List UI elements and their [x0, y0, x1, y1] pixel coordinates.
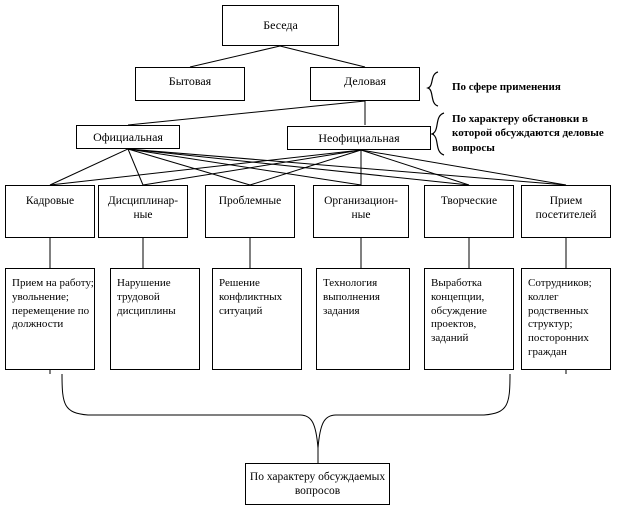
- node-delovaya[interactable]: Деловая: [310, 67, 420, 101]
- annotation-sphere-of-application: По сфере применения: [452, 80, 614, 94]
- detail-kadrovye-label: Прием на работу; увольнение; перемещение…: [12, 277, 94, 331]
- detail-priem-posetitelej[interactable]: Сотрудников; коллег родственных структур…: [521, 268, 611, 370]
- detail-tvorcheskie[interactable]: Выработка концепции, обсуждение проектов…: [424, 268, 514, 370]
- node-footer-label: По характеру обсуждаемых вопросов: [249, 470, 386, 497]
- node-beseda-label: Беседа: [263, 18, 298, 32]
- detail-kadrovye[interactable]: Прием на работу; увольнение; перемещение…: [5, 268, 95, 370]
- detail-priem-posetitelej-label: Сотрудников; коллег родственных структур…: [528, 277, 592, 358]
- detail-problemnye-label: Решение конфликтных ситуаций: [219, 277, 283, 317]
- category-disciplinarnye[interactable]: Дисциплинар- ные: [98, 185, 188, 238]
- node-neoficialnaya-label: Неофициальная: [318, 130, 400, 145]
- detail-disciplinarnye[interactable]: Нарушение трудовой дисциплины: [110, 268, 200, 370]
- category-disciplinarnye-label: Дисциплинар- ные: [107, 195, 179, 222]
- node-delovaya-label: Деловая: [344, 74, 386, 88]
- node-beseda[interactable]: Беседа: [222, 5, 339, 46]
- category-problemnye-label: Проблемные: [218, 195, 282, 207]
- node-neoficialnaya[interactable]: Неофициальная: [287, 126, 431, 150]
- node-bytovaya[interactable]: Бытовая: [135, 67, 245, 101]
- category-priem-posetitelej[interactable]: Прием посетителей: [521, 185, 611, 238]
- category-organizacionnye[interactable]: Организацион- ные: [313, 185, 409, 238]
- node-oficialnaya-label: Официальная: [93, 129, 163, 144]
- node-oficialnaya[interactable]: Официальная: [76, 125, 180, 149]
- detail-problemnye[interactable]: Решение конфликтных ситуаций: [212, 268, 302, 370]
- category-organizacionnye-label: Организацион- ные: [324, 195, 398, 222]
- category-kadrovye-label: Кадровые: [25, 195, 75, 207]
- category-tvorcheskie[interactable]: Творческие: [424, 185, 514, 238]
- annotation-sphere-of-application-label: По сфере применения: [452, 81, 561, 93]
- node-footer-character-of-questions[interactable]: По характеру обсуждаемых вопросов: [245, 463, 390, 505]
- annotation-setting-character-label: По характеру обстановки в которой обсужд…: [452, 113, 604, 154]
- detail-organizacionnye-label: Технология выполнения задания: [323, 277, 380, 317]
- category-kadrovye[interactable]: Кадровые: [5, 185, 95, 238]
- category-tvorcheskie-label: Творческие: [440, 195, 498, 207]
- annotation-setting-character: По характеру обстановки в которой обсужд…: [452, 112, 616, 155]
- category-problemnye[interactable]: Проблемные: [205, 185, 295, 238]
- detail-disciplinarnye-label: Нарушение трудовой дисциплины: [117, 277, 176, 317]
- detail-organizacionnye[interactable]: Технология выполнения задания: [316, 268, 410, 370]
- node-bytovaya-label: Бытовая: [168, 74, 212, 88]
- category-priem-posetitelej-label: Прием посетителей: [535, 195, 597, 222]
- detail-tvorcheskie-label: Выработка концепции, обсуждение проектов…: [431, 277, 487, 344]
